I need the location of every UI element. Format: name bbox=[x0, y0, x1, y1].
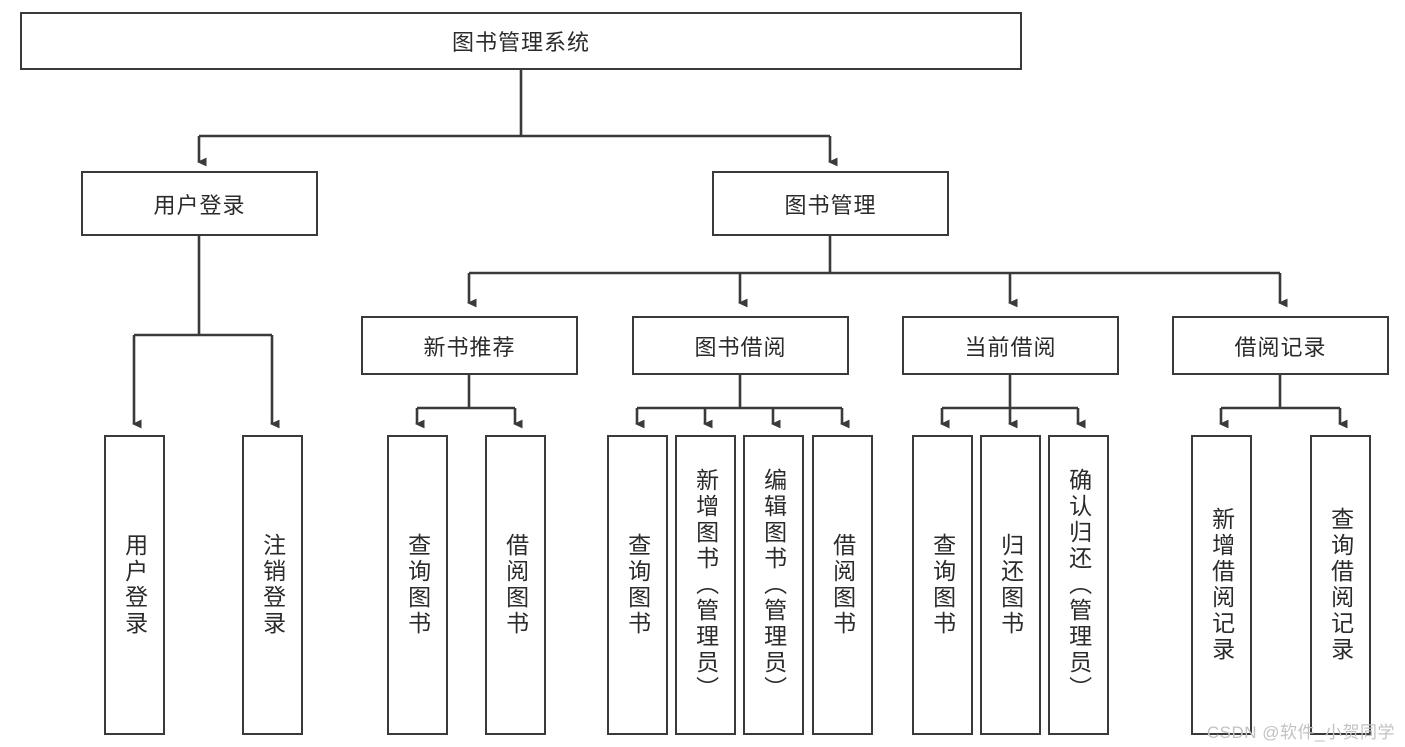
node-leaf-query-borrow-record-label: 查询借阅记录 bbox=[1327, 507, 1354, 663]
node-user-login[interactable]: 用户登录 bbox=[81, 171, 318, 236]
node-book-borrow-label: 图书借阅 bbox=[694, 334, 787, 360]
node-leaf-borrow-book-1[interactable]: 借阅图书 bbox=[485, 435, 546, 735]
node-leaf-logout-login-label: 注销登录 bbox=[259, 533, 286, 637]
node-new-book-recommend-label: 新书推荐 bbox=[423, 334, 516, 360]
node-leaf-user-login[interactable]: 用户登录 bbox=[104, 435, 165, 735]
node-leaf-borrow-book-2-label: 借阅图书 bbox=[829, 533, 856, 637]
node-leaf-add-book-admin[interactable]: 新增图书（管理员） bbox=[675, 435, 736, 735]
node-leaf-add-borrow-record-label: 新增借阅记录 bbox=[1208, 507, 1235, 663]
node-user-login-label: 用户登录 bbox=[153, 192, 246, 218]
node-leaf-query-book-2[interactable]: 查询图书 bbox=[607, 435, 668, 735]
node-leaf-logout-login[interactable]: 注销登录 bbox=[242, 435, 303, 735]
node-book-manage[interactable]: 图书管理 bbox=[712, 171, 949, 236]
node-root-label: 图书管理系统 bbox=[451, 30, 590, 55]
node-borrow-record[interactable]: 借阅记录 bbox=[1172, 316, 1389, 375]
node-leaf-confirm-return-admin-label: 确认归还（管理员） bbox=[1065, 468, 1092, 702]
node-leaf-user-login-label: 用户登录 bbox=[121, 533, 148, 637]
node-leaf-query-book-3[interactable]: 查询图书 bbox=[912, 435, 973, 735]
node-leaf-return-book-label: 归还图书 bbox=[997, 533, 1024, 637]
node-leaf-query-book-1[interactable]: 查询图书 bbox=[387, 435, 448, 735]
node-book-manage-label: 图书管理 bbox=[784, 192, 877, 218]
node-leaf-confirm-return-admin[interactable]: 确认归还（管理员） bbox=[1048, 435, 1109, 735]
node-leaf-edit-book-admin[interactable]: 编辑图书（管理员） bbox=[743, 435, 804, 735]
node-root[interactable]: 图书管理系统 bbox=[20, 12, 1022, 70]
node-leaf-return-book[interactable]: 归还图书 bbox=[980, 435, 1041, 735]
node-leaf-add-book-admin-label: 新增图书（管理员） bbox=[692, 468, 719, 702]
node-book-borrow[interactable]: 图书借阅 bbox=[632, 316, 849, 375]
node-leaf-borrow-book-2[interactable]: 借阅图书 bbox=[812, 435, 873, 735]
node-leaf-borrow-book-1-label: 借阅图书 bbox=[502, 533, 529, 637]
node-leaf-edit-book-admin-label: 编辑图书（管理员） bbox=[760, 468, 787, 702]
node-borrow-record-label: 借阅记录 bbox=[1234, 334, 1327, 360]
node-current-borrow-label: 当前借阅 bbox=[964, 334, 1057, 360]
node-leaf-query-book-3-label: 查询图书 bbox=[929, 533, 956, 637]
node-leaf-query-book-2-label: 查询图书 bbox=[624, 533, 651, 637]
node-new-book-recommend[interactable]: 新书推荐 bbox=[361, 316, 578, 375]
node-leaf-add-borrow-record[interactable]: 新增借阅记录 bbox=[1191, 435, 1252, 735]
node-leaf-query-book-1-label: 查询图书 bbox=[404, 533, 431, 637]
watermark-text: CSDN @软件_小贺同学 bbox=[1206, 723, 1395, 742]
node-current-borrow[interactable]: 当前借阅 bbox=[902, 316, 1119, 375]
node-leaf-query-borrow-record[interactable]: 查询借阅记录 bbox=[1310, 435, 1371, 735]
